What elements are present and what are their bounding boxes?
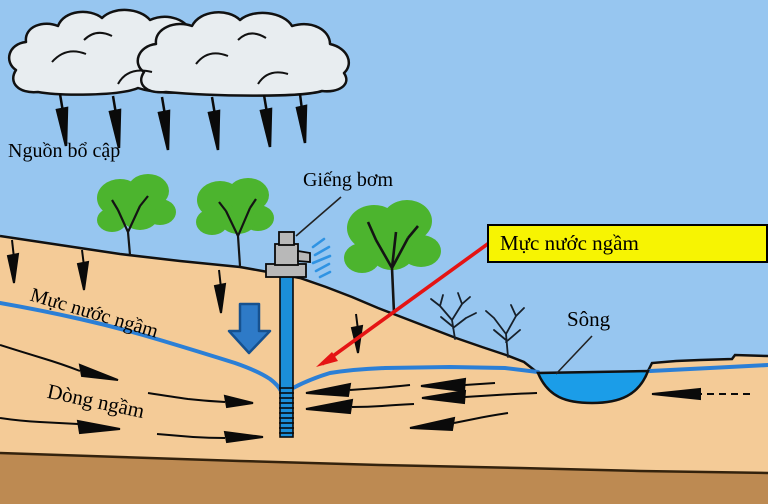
water-table-line-far-right xyxy=(648,363,768,373)
well-pipe xyxy=(279,275,294,438)
rain-cloud-icon xyxy=(7,8,350,97)
water-table-callout: Mực nước ngầm xyxy=(487,224,768,263)
recharge-label: Nguồn bổ cập xyxy=(8,140,121,162)
water-table-line-right xyxy=(291,364,540,390)
infiltration-arrows-icon xyxy=(6,239,364,354)
river-label-leader xyxy=(555,335,593,375)
bare-shrub-icon xyxy=(430,292,525,358)
pump-spray-icon xyxy=(311,237,332,279)
pump-icon xyxy=(265,231,311,278)
tree-icon xyxy=(97,174,441,314)
ground-surface-right xyxy=(646,353,768,372)
callout-arrow-icon xyxy=(316,241,491,367)
recharge-down-arrow-icon xyxy=(227,302,272,355)
ground-surface xyxy=(0,234,539,374)
well-screen xyxy=(279,387,294,434)
pump-well-label: Giếng bơm xyxy=(303,169,394,191)
groundwater-flow-arrows-icon xyxy=(0,344,750,444)
pump-label-leader xyxy=(295,196,342,237)
river-label: Sông xyxy=(567,307,611,331)
water-table-callout-label: Mực nước ngầm xyxy=(500,231,639,255)
river-icon xyxy=(536,369,650,405)
water-table-line-left xyxy=(0,301,283,393)
rain-arrows-icon xyxy=(55,93,308,151)
deep-soil-layer xyxy=(0,451,768,504)
